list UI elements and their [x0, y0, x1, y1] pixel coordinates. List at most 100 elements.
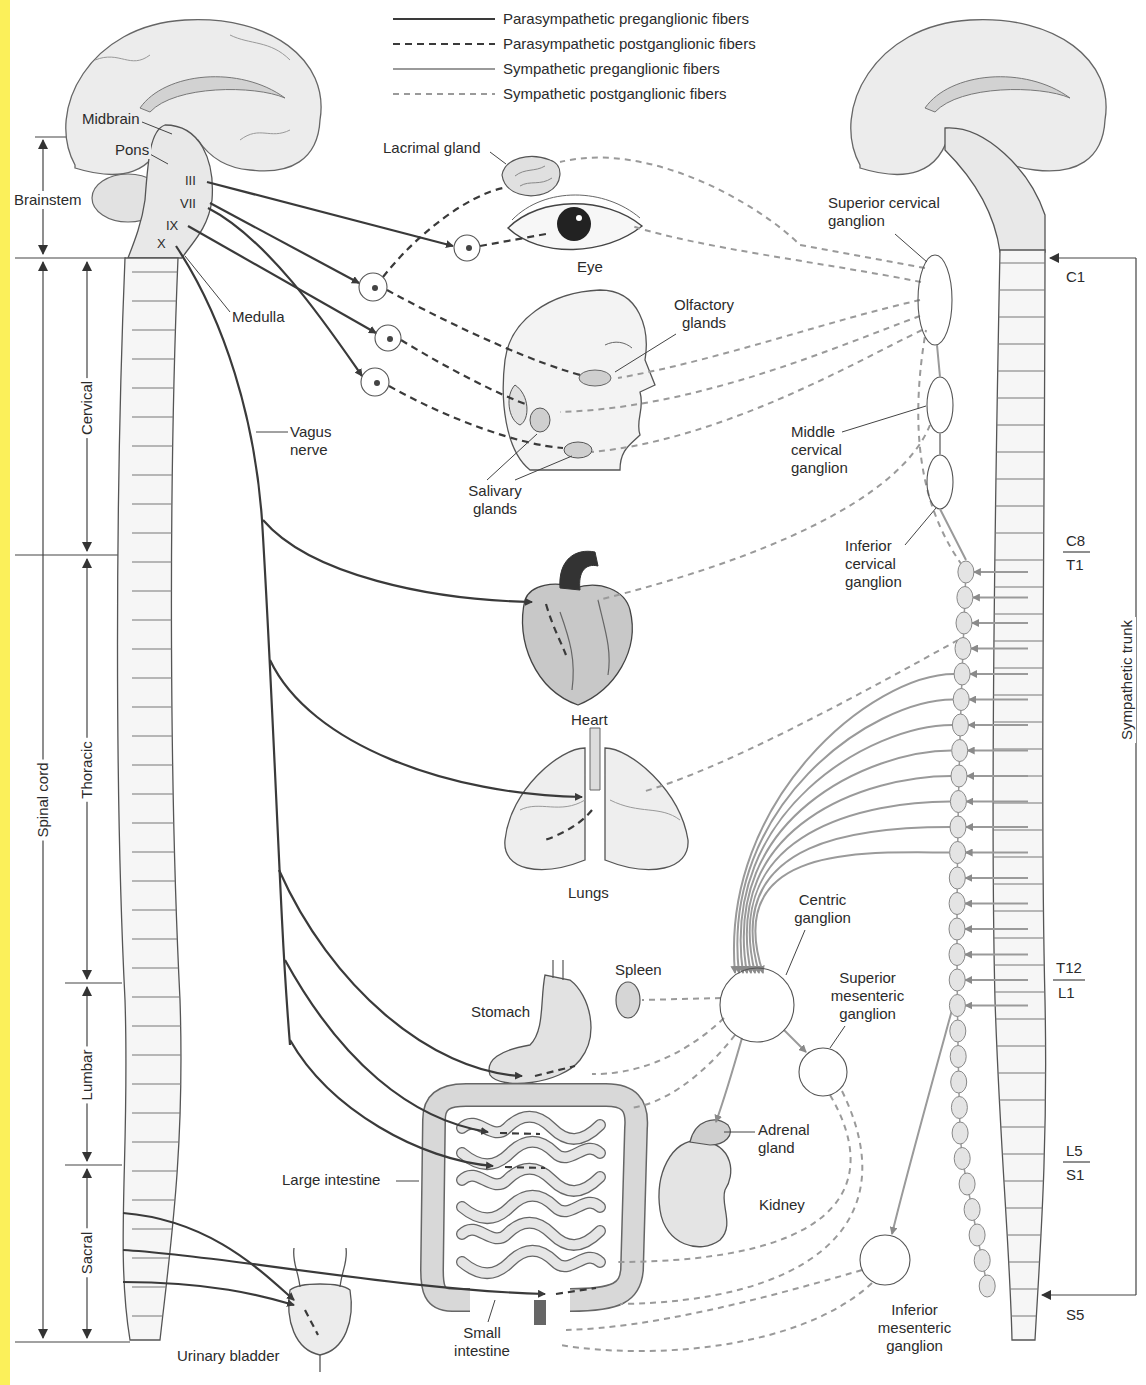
vertebra-segment: [990, 668, 1060, 669]
vertebra-segment: [132, 1171, 200, 1172]
vertebra-segment: [132, 533, 200, 534]
part-label: S5: [1066, 1306, 1084, 1324]
vertebra-segment: [132, 620, 200, 621]
leader-line: [830, 1026, 845, 1048]
vertebra-segment: [132, 562, 200, 563]
chain-ganglion: [949, 995, 965, 1017]
part-label: T1: [1066, 556, 1084, 574]
part-label: Cervical: [78, 378, 96, 438]
legend-text: Parasympathetic preganglionic fibers: [503, 10, 749, 28]
rectum: [534, 1300, 546, 1325]
leader-line: [488, 1300, 495, 1322]
chain-ganglion: [951, 765, 967, 787]
spinal-cord: [118, 258, 181, 1340]
chain-ganglion: [954, 663, 970, 685]
sympathetic-postganglionic-fiber: [615, 1095, 851, 1262]
vertebra-segment: [132, 823, 200, 824]
vertebra-segment: [132, 910, 200, 911]
sympathetic-postganglionic-fiber: [560, 1283, 872, 1351]
vertebra-segment: [990, 695, 1060, 696]
level-divider: [1063, 551, 1090, 552]
leader-line: [142, 122, 172, 134]
part-label: Inferior mesenteric ganglion: [867, 1301, 962, 1355]
eye: [508, 204, 642, 250]
gland-lobules: [515, 166, 552, 186]
vertebra-segment: [990, 884, 1060, 885]
chain-ganglion: [969, 1224, 985, 1246]
vertebra-segment: [990, 479, 1060, 480]
part-label: Pons: [113, 141, 151, 159]
parasympathetic-postganglionic-fiber: [505, 1167, 545, 1168]
vertebra-segment: [990, 425, 1060, 426]
parasympathetic-preganglionic-fiber: [263, 520, 532, 602]
ganglion: [799, 1048, 847, 1096]
vertebra-segment: [990, 1262, 1060, 1263]
sympathetic-preganglionic-fiber: [965, 1005, 1028, 1007]
vertebra-segment: [990, 1073, 1060, 1074]
part-label: Superior cervical ganglion: [828, 194, 958, 230]
legend-text: Sympathetic preganglionic fibers: [503, 60, 720, 78]
part-label: Adrenal gland: [758, 1121, 820, 1157]
vertebra-segment: [990, 803, 1060, 804]
vertebra-segment: [132, 852, 200, 853]
adrenal-gland: [690, 1120, 730, 1145]
chain-ganglion: [953, 689, 969, 711]
sympathetic-postganglionic-fiber: [560, 316, 920, 412]
vertebra-segment: [990, 1019, 1060, 1020]
esophagus: [553, 960, 563, 980]
vertebra-segment: [132, 1055, 200, 1056]
small-intestine: [462, 1117, 600, 1274]
chain-ganglion: [951, 1097, 967, 1119]
part-label: C8: [1066, 532, 1085, 550]
chain-ganglion: [950, 842, 966, 864]
chain-ganglion: [952, 714, 968, 736]
sympathetic-postganglionic-fiber: [592, 330, 922, 452]
coronary-vessel: [560, 600, 609, 690]
heart: [522, 584, 632, 705]
vertebra-segment: [132, 736, 200, 737]
part-label: Sympathetic trunk: [1118, 617, 1136, 743]
sympathetic-preganglionic-fiber: [967, 775, 1028, 777]
parasympathetic-preganglionic-fiber: [208, 208, 362, 376]
legend-sample: [393, 68, 495, 70]
part-label: Thoracic: [78, 738, 96, 802]
vertebra-segment: [132, 1200, 200, 1201]
vertebra-segment: [990, 1181, 1060, 1182]
sympathetic-preganglionic-fiber: [966, 801, 1028, 803]
trachea: [590, 728, 600, 790]
leader-line: [396, 1181, 419, 1182]
chain-ganglion: [950, 1020, 966, 1042]
vertebra-segment: [132, 504, 200, 505]
sympathetic-preganglionic-fiber: [744, 751, 952, 974]
part-label: Spinal cord: [34, 759, 52, 840]
parasympathetic-preganglionic-fiber: [123, 1282, 294, 1305]
sympathetic-preganglionic-fiber: [966, 852, 1028, 854]
parasympathetic-postganglionic-fiber: [387, 290, 584, 376]
vertebra-segment: [990, 641, 1060, 642]
vertebra-segment: [132, 475, 200, 476]
sympathetic-postganglionic-fiber: [618, 300, 920, 378]
vertebra-segment: [990, 965, 1060, 966]
part-label: S1: [1066, 1166, 1084, 1184]
vertebra-segment: [132, 794, 200, 795]
parasympathetic-postganglionic-fiber: [389, 386, 563, 448]
sympathetic-postganglionic-fiber: [592, 1018, 724, 1074]
parasympathetic-postganglionic-fiber: [305, 1310, 318, 1335]
parasympathetic-preganglionic-fiber: [123, 1250, 545, 1294]
vertebra-segment: [132, 678, 200, 679]
salivary-gland: [564, 442, 592, 458]
sympathetic-preganglionic-fiber: [734, 674, 954, 973]
chain-ganglion: [950, 816, 966, 838]
chain-ganglion: [955, 638, 971, 660]
chain-ganglion: [959, 1173, 975, 1195]
vertebra-segment: [990, 992, 1060, 993]
vertebra-segment: [990, 1208, 1060, 1209]
sympathetic-preganglionic-fiber: [716, 1038, 742, 1122]
sympathetic-preganglionic-fiber: [965, 954, 1028, 956]
chain-ganglion: [950, 1046, 966, 1068]
parasympathetic-postganglionic-fiber: [383, 188, 503, 277]
vertebra-segment: [132, 1142, 200, 1143]
vertebra-segment: [132, 1084, 200, 1085]
vertebra-segment: [990, 398, 1060, 399]
